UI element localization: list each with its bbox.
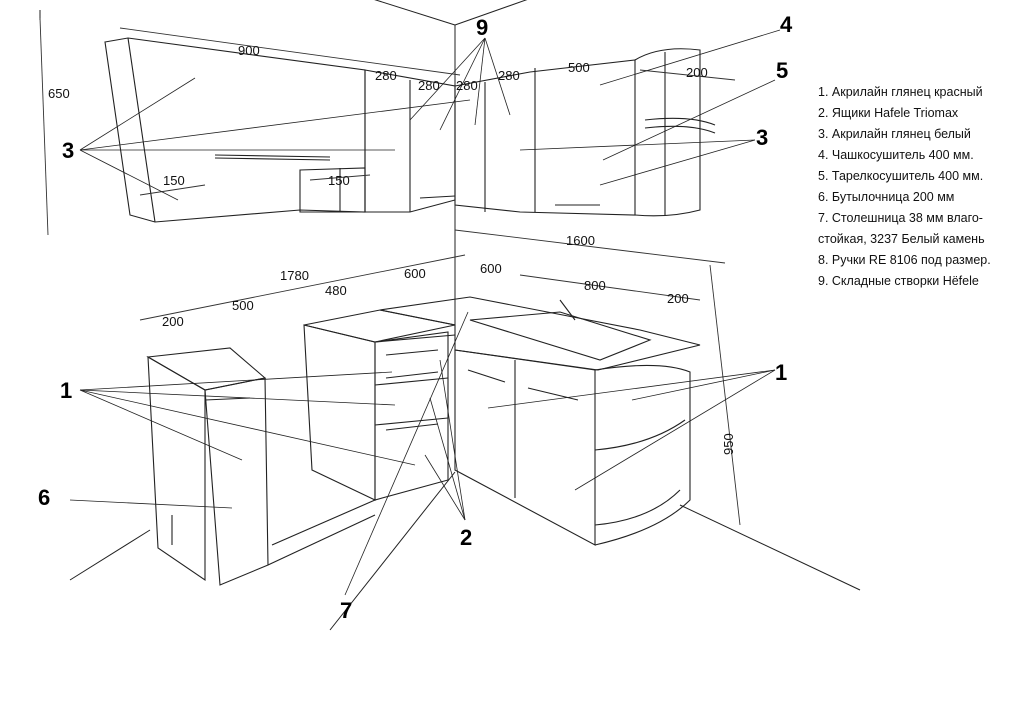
callout-3-left: 3 [62,138,74,163]
dim-upper-w280-a: 280 [375,68,397,83]
dim-base-w480: 480 [325,283,347,298]
callout-6: 6 [38,485,50,510]
callout-9: 9 [476,15,488,40]
legend-item-2: 2. Ящики Hafele Triomax [818,106,959,120]
legend-item-1: 1. Акрилайн глянец красный [818,85,983,99]
dim-upper-w280-c: 280 [456,78,478,93]
callout-2: 2 [460,525,472,550]
callout-3-right: 3 [756,125,768,150]
dim-base-w200-left: 200 [162,314,184,329]
dim-upper-w200: 200 [686,65,708,80]
dimension-lines [39,17,741,526]
legend-item-3: 3. Акрилайн глянец белый [818,127,971,141]
legend-item-7-line1: 7. Столешница 38 мм влаго- [818,211,983,225]
dim-upper-w280-b: 280 [418,78,440,93]
dim-base-w800: 800 [584,278,606,293]
dim-right-run: 1600 [566,233,595,248]
dim-upper-w150-a: 150 [163,173,185,188]
callout-1-left: 1 [60,378,72,403]
base-cabinets [146,296,701,586]
dim-upper-height: 650 [48,86,70,101]
dim-upper-w280-d: 280 [498,68,520,83]
callout-4: 4 [780,12,793,37]
dim-base-w600-left: 600 [404,266,426,281]
dim-base-w600-right: 600 [480,261,502,276]
legend-item-5: 5. Тарелкосушитель 400 мм. [818,169,984,183]
dim-base-height: 950 [721,433,736,455]
dim-upper-w150-b: 150 [328,173,350,188]
legend-item-9: 9. Складные створки Hëfele [818,274,979,288]
legend-item-6: 6. Бутылочница 200 мм [818,190,955,204]
callout-1-right: 1 [775,360,787,385]
legend-item-7-line2: стойкая, 3237 Белый камень [818,232,985,246]
callout-7: 7 [340,598,352,623]
dim-upper-w500: 500 [568,60,590,75]
callout-leaders [69,29,781,596]
dim-left-run: 1780 [280,268,309,283]
dim-base-w500: 500 [232,298,254,313]
upper-cabinets [104,37,716,223]
legend: 1. Акрилайн глянец красный 2. Ящики Hafe… [818,82,1018,292]
legend-item-8: 8. Ручки RE 8106 под размер. [818,253,991,267]
dim-base-w200-right: 200 [667,291,689,306]
legend-item-4: 4. Чашкосушитель 400 мм. [818,148,974,162]
dim-upper-left-width: 900 [238,43,260,58]
callout-5: 5 [776,58,788,83]
